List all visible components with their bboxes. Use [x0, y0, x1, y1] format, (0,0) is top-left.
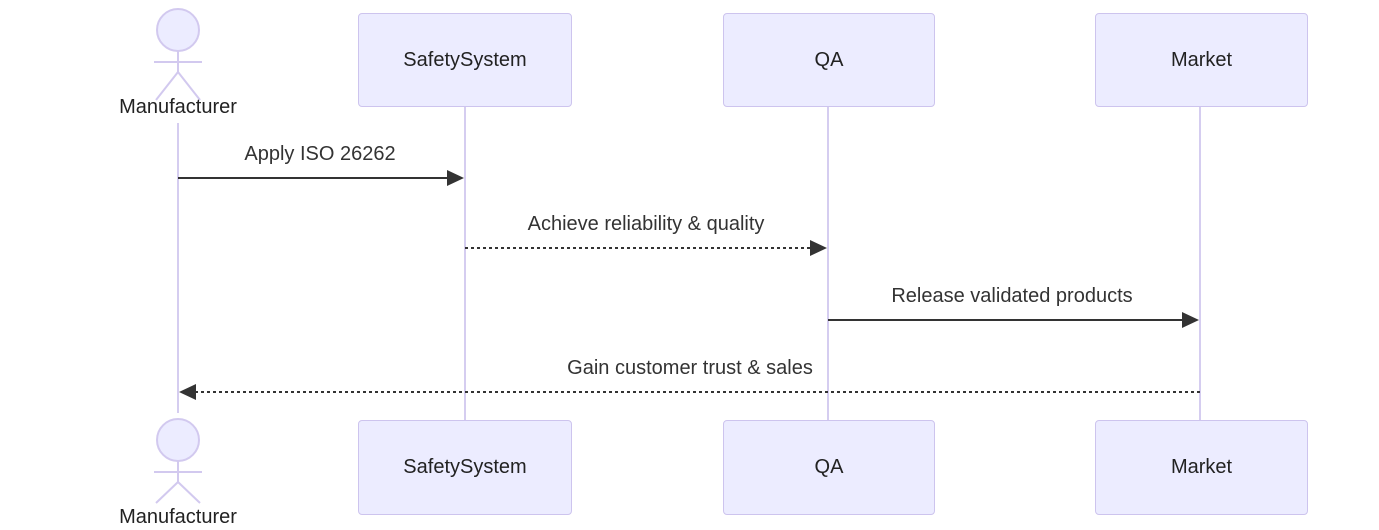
participant-label: Market — [1170, 456, 1233, 478]
message-label-apply-iso: Apply ISO 26262 — [244, 143, 396, 165]
participant-box-qa-top: QA — [723, 13, 935, 107]
message-arrow-achieve-reliability — [465, 240, 827, 256]
participant-label: Market — [1170, 48, 1233, 71]
participant-label: QA — [814, 456, 844, 478]
message-arrow-release-products — [828, 312, 1199, 328]
actor-person-icon-top — [154, 8, 202, 101]
participant-label: QA — [814, 48, 844, 71]
participant-label: SafetySystem — [403, 456, 527, 478]
actor-label-manufacturer-bottom: Manufacturer — [119, 506, 237, 528]
actor-person-icon-bottom — [154, 418, 202, 504]
message-label-achieve-reliability: Achieve reliability & quality — [527, 213, 765, 235]
message-arrow-gain-trust — [179, 384, 1200, 400]
participant-box-safetysystem-top: SafetySystem — [358, 13, 572, 107]
participant-box-market-bottom: Market — [1095, 420, 1308, 515]
participant-box-qa-bottom: QA — [723, 420, 935, 515]
participant-box-market-top: Market — [1095, 13, 1308, 107]
message-label-release-products: Release validated products — [891, 285, 1133, 307]
participant-box-safetysystem-bottom: SafetySystem — [358, 420, 572, 515]
participant-label: SafetySystem — [403, 48, 527, 71]
actor-label-manufacturer-top: Manufacturer — [119, 96, 237, 118]
message-arrow-apply-iso — [178, 170, 464, 186]
message-label-gain-trust: Gain customer trust & sales — [567, 357, 813, 379]
